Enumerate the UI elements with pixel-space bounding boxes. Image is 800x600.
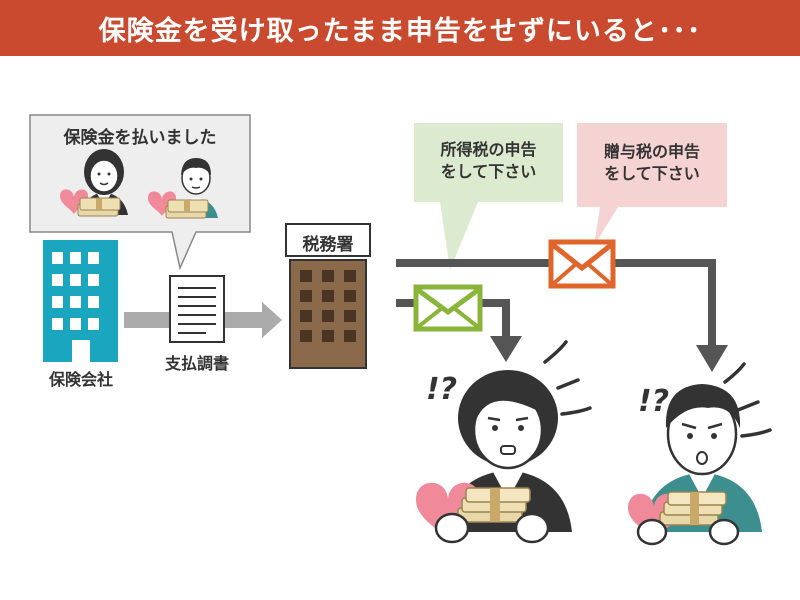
gift-tax-envelope-icon (548, 239, 616, 289)
insurance-company-label: 保険会社 (48, 370, 113, 389)
page-title: 保険金を受け取ったまま申告をせずにいると･･･ (98, 15, 702, 47)
woman-reaction-mark: !? (426, 372, 458, 407)
document-label: 支払調書 (164, 354, 229, 373)
man-reaction-mark: !? (638, 384, 670, 419)
hand-icon (434, 512, 550, 544)
money-stack-icon (457, 487, 531, 523)
gift-tax-notice-line1: 贈与税の申告 (603, 142, 700, 161)
gift-tax-notice-line2: をして下さい (604, 164, 700, 183)
money-stack-icon (77, 197, 121, 217)
money-stack-icon (165, 199, 209, 219)
surprise-lines-icon (543, 340, 772, 438)
hand-icon (636, 518, 740, 546)
income-tax-notice-line2: をして下さい (440, 162, 537, 181)
gift-tax-notice-text: 贈与税の申告 をして下さい (577, 141, 727, 185)
income-tax-envelope-icon (413, 284, 483, 332)
heart-icon (416, 482, 480, 540)
gift-tax-notice-bubble (577, 123, 727, 246)
income-tax-notice-text: 所得税の申告 をして下さい (414, 139, 563, 183)
income-tax-notice-bubble (414, 123, 563, 270)
money-stack-icon (659, 491, 727, 526)
payer-speech-bubble (29, 114, 251, 271)
title-bar: 保険金を受け取ったまま申告をせずにいると･･･ (0, 0, 800, 56)
tax-office-building-icon (285, 223, 371, 369)
tax-office-sign: 税務署 (302, 235, 354, 255)
building-icon (43, 240, 118, 362)
payer-bubble-text: 保険金を払いました (63, 128, 217, 148)
income-tax-notice-line1: 所得税の申告 (440, 140, 537, 159)
document-icon (169, 275, 225, 343)
